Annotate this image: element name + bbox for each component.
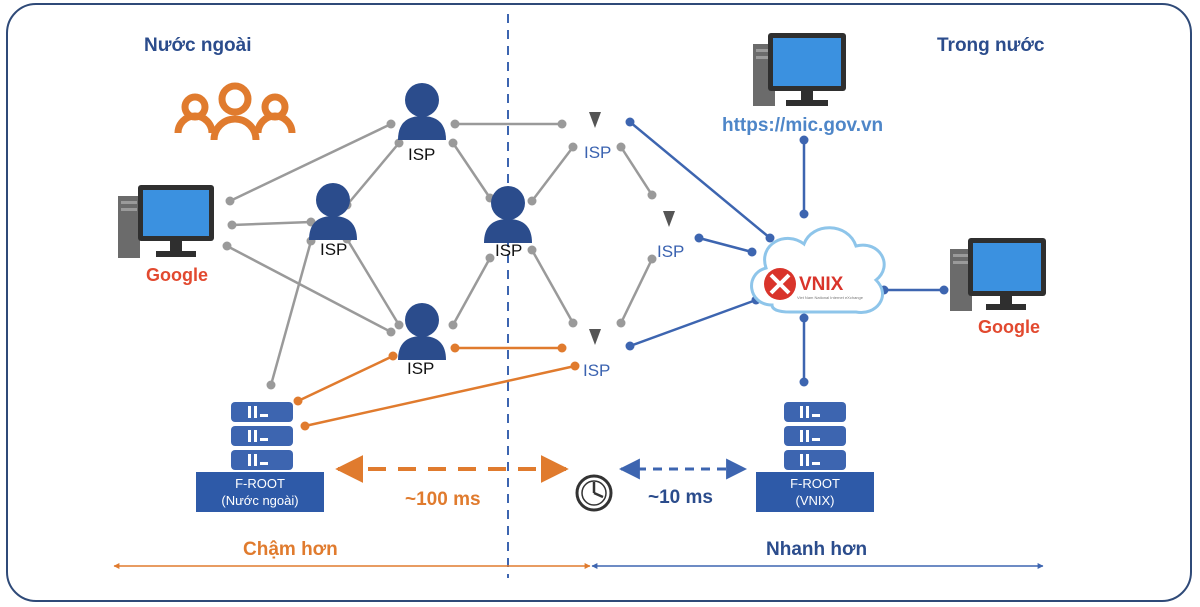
diagram-frame bbox=[6, 3, 1192, 602]
server-foreign-line2: (Nước ngoài) bbox=[221, 493, 298, 508]
domestic-isp-marker-1 bbox=[589, 112, 601, 128]
computer-icon-mic bbox=[753, 33, 846, 106]
region-title-domestic: Trong nước bbox=[937, 35, 1045, 56]
computer-icon-right bbox=[950, 238, 1046, 311]
isp-node-left bbox=[309, 183, 357, 240]
users-group-icon bbox=[174, 82, 296, 141]
server-vnix-line2: (VNIX) bbox=[796, 493, 835, 508]
vnix-logo-text: VNIX bbox=[799, 274, 844, 295]
speed-label-slower: Chậm hơn bbox=[243, 539, 338, 560]
speed-label-faster: Nhanh hơn bbox=[766, 539, 867, 560]
isp-node-top bbox=[398, 83, 446, 140]
isp-label-top: ISP bbox=[408, 145, 435, 164]
vnix-tagline: Viet Nam National Internet eXchange bbox=[797, 295, 864, 300]
isp-node-center bbox=[484, 186, 532, 243]
google-label-left: Google bbox=[146, 265, 208, 285]
domestic-isp-label-2: ISP bbox=[657, 242, 684, 261]
domestic-isp-label-3: ISP bbox=[583, 361, 610, 380]
domestic-isp-marker-2 bbox=[663, 211, 675, 227]
domestic-isp-label-1: ISP bbox=[584, 143, 611, 162]
foreign-root-links bbox=[297, 346, 576, 428]
clock-icon bbox=[575, 474, 613, 512]
foreign-link-dots bbox=[222, 119, 657, 390]
isp-node-bottom bbox=[398, 303, 446, 360]
server-label-box-vnix bbox=[756, 472, 874, 512]
server-foreign-line1: F-ROOT bbox=[235, 476, 285, 491]
server-label-box-foreign bbox=[196, 472, 324, 512]
vnix-links bbox=[629, 121, 944, 382]
latency-label-domestic: ~10 ms bbox=[648, 487, 713, 508]
foreign-links bbox=[226, 122, 654, 386]
computer-icon-left bbox=[118, 185, 214, 258]
mic-url-label: https://mic.gov.vn bbox=[722, 115, 883, 136]
server-vnix-line1: F-ROOT bbox=[790, 476, 840, 491]
vnix-cloud-icon bbox=[750, 226, 886, 314]
isp-label-left: ISP bbox=[320, 240, 347, 259]
region-title-foreign: Nước ngoài bbox=[144, 35, 252, 56]
google-label-right: Google bbox=[978, 317, 1040, 337]
latency-label-foreign: ~100 ms bbox=[405, 489, 481, 510]
isp-label-center: ISP bbox=[495, 241, 522, 260]
server-icon-foreign bbox=[231, 402, 293, 470]
domestic-isp-marker-3 bbox=[589, 329, 601, 345]
foreign-root-link-dots bbox=[293, 343, 580, 431]
isp-label-bottom: ISP bbox=[407, 359, 434, 378]
server-icon-vnix bbox=[784, 402, 846, 470]
